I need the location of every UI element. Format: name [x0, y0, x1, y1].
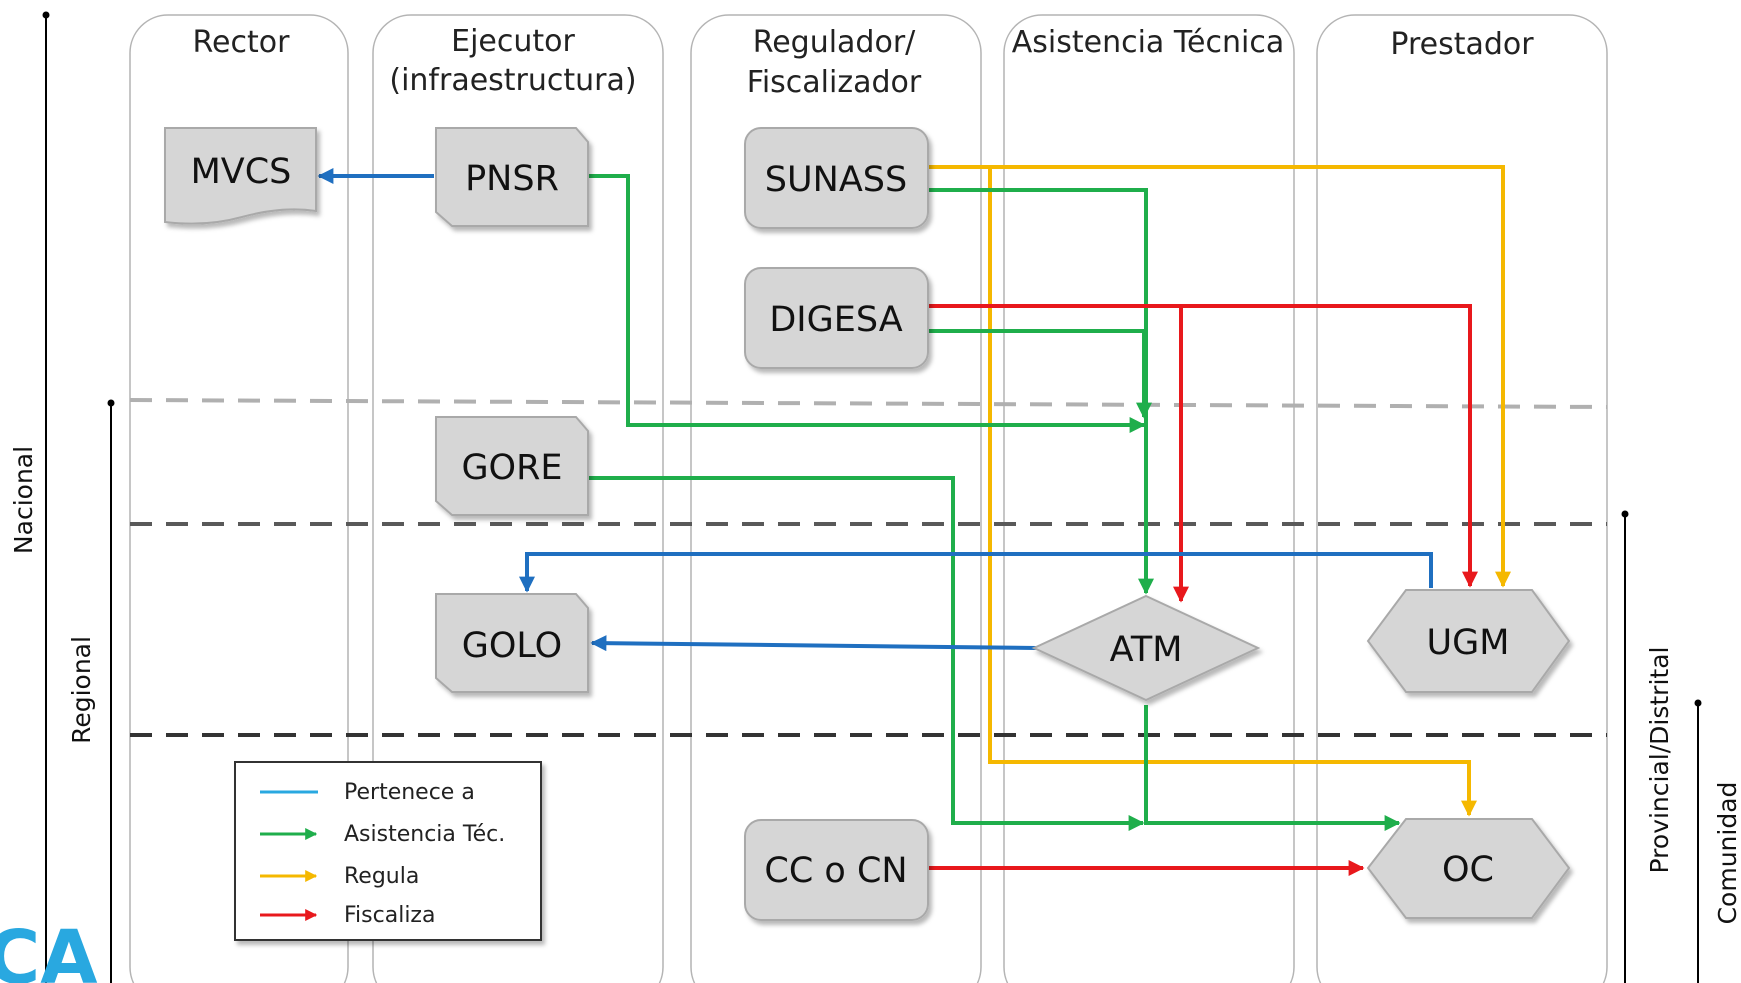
- connector-sunass-ugm: [929, 165, 1511, 588]
- connector-gore-oc: [588, 476, 1145, 831]
- level-label-nacional: Nacional: [9, 446, 38, 554]
- diamond-shape: [1031, 594, 1261, 702]
- node-ugm[interactable]: UGM: [1366, 589, 1571, 693]
- connector-pnsr-atm: [588, 174, 1146, 433]
- swimlanes: [129, 14, 1608, 983]
- connector-atm-oc: [1144, 705, 1401, 831]
- axis-regional-dot: [107, 399, 115, 407]
- lane-title-asistencia: Asistencia Técnica: [1012, 25, 1285, 60]
- level-label-regional: Regional: [67, 636, 96, 744]
- connector-sunass-atm: [929, 188, 1154, 595]
- separator-nacional-regional: [129, 398, 1608, 409]
- lane-asistencia: [1003, 14, 1295, 983]
- connector-sunass-oc: [988, 167, 1477, 817]
- lane-rector: [129, 14, 349, 983]
- level-separators: [129, 398, 1608, 737]
- legend-label-asistencia: Asistencia Téc.: [344, 822, 505, 847]
- rounded-rect-shape: [744, 127, 929, 229]
- node-label-golo: GOLO: [462, 626, 562, 666]
- lane-title-prestador: Prestador: [1390, 27, 1534, 62]
- node-label-pnsr: PNSR: [465, 159, 559, 199]
- node-digesa[interactable]: DIGESA: [744, 267, 929, 369]
- node-label-mvcs: MVCS: [191, 152, 292, 192]
- connector-atm-golo: [590, 635, 1037, 652]
- connector-ugm-golo: [519, 552, 1433, 593]
- brand-logo-text: CA: [0, 915, 98, 983]
- node-label-digesa: DIGESA: [769, 300, 902, 340]
- node-pnsr[interactable]: PNSR: [435, 127, 589, 227]
- node-label-ugm: UGM: [1427, 623, 1510, 663]
- node-sunass[interactable]: SUNASS: [744, 127, 929, 229]
- node-gore[interactable]: GORE: [435, 416, 589, 516]
- level-axes: Nacional Regional Provincial/Distrital C…: [9, 11, 1741, 983]
- node-atm[interactable]: ATM: [1031, 594, 1261, 702]
- lane-title-ejecutor-2: (infraestructura): [389, 63, 636, 98]
- rounded-rect-shape: [744, 819, 929, 921]
- legend: Pertenece a Asistencia Téc. Regula Fisca…: [234, 761, 542, 941]
- axis-comunidad-dot: [1694, 699, 1702, 707]
- node-label-cc: CC o CN: [764, 851, 907, 891]
- connectors: [317, 165, 1511, 876]
- lane-title-rector: Rector: [193, 25, 291, 60]
- legend-label-pertenece: Pertenece a: [344, 780, 475, 805]
- lane-title-regulador-1: Regulador/: [753, 25, 916, 60]
- lane-regulador: [690, 14, 982, 983]
- process-shape: [435, 416, 589, 516]
- connector-digesa-ugm: [929, 304, 1478, 588]
- node-label-sunass: SUNASS: [765, 160, 907, 200]
- lane-titles: Rector Ejecutor (infraestructura) Regula…: [193, 24, 1535, 100]
- legend-label-regula: Regula: [344, 864, 419, 889]
- node-label-oc: OC: [1442, 850, 1494, 890]
- node-label-gore: GORE: [461, 448, 562, 488]
- axis-provincial-dot: [1621, 510, 1629, 518]
- process-shape: [435, 127, 589, 227]
- hexagon-shape: [1366, 818, 1571, 919]
- hexagon-shape: [1366, 589, 1571, 693]
- lane-prestador: [1316, 14, 1608, 983]
- axis-nacional-dot: [42, 11, 50, 19]
- lane-title-ejecutor-1: Ejecutor: [451, 24, 575, 59]
- node-label-atm: ATM: [1110, 630, 1183, 670]
- document-shape: [164, 127, 317, 225]
- node-mvcs[interactable]: MVCS: [164, 127, 317, 225]
- lane-title-regulador-2: Fiscalizador: [747, 65, 922, 100]
- connector-digesa-atm: [929, 329, 1152, 419]
- legend-label-fiscaliza: Fiscaliza: [344, 903, 435, 928]
- node-oc[interactable]: OC: [1366, 818, 1571, 919]
- level-label-provincial: Provincial/Distrital: [1645, 647, 1674, 874]
- nodes: MVCS PNSR SUNASS DIGESA GORE GOLO ATM U: [164, 127, 1571, 921]
- process-shape: [435, 593, 589, 693]
- level-label-comunidad: Comunidad: [1713, 782, 1741, 925]
- rounded-rect-shape: [744, 267, 929, 369]
- node-cc-cn[interactable]: CC o CN: [744, 819, 929, 921]
- node-golo[interactable]: GOLO: [435, 593, 589, 693]
